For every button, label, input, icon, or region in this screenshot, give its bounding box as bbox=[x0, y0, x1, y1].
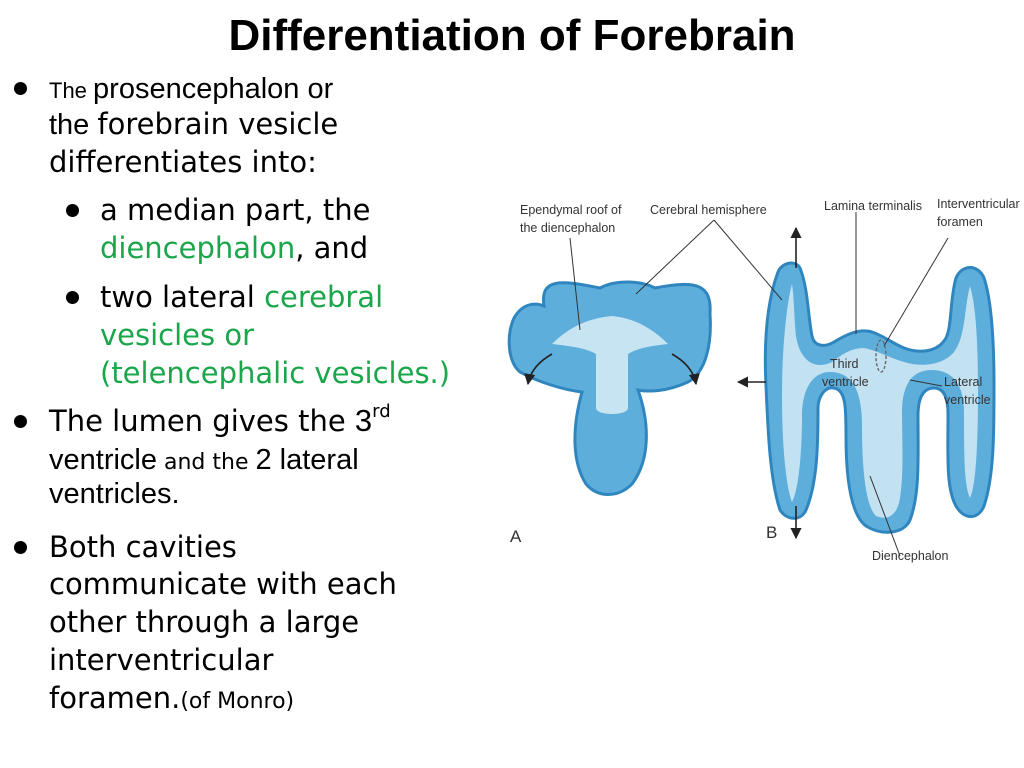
label-lamina-terminalis: Lamina terminalis bbox=[824, 199, 922, 213]
sub-bullet-1-line-2: diencephalon, and bbox=[100, 231, 369, 265]
left-expansion-arrow bbox=[524, 353, 553, 386]
sub-bullet-1-line-1: a median part, the bbox=[100, 193, 371, 227]
sub-bullet-2-line-3: (telencephalic vesicles.) bbox=[100, 356, 451, 390]
label-panel-a: A bbox=[510, 527, 522, 546]
vesicle-lumen bbox=[552, 316, 668, 414]
label-panel-b: B bbox=[766, 523, 777, 542]
bullet-3-line-2: communicate with each bbox=[49, 567, 397, 601]
label-interventricular-2: foramen bbox=[937, 215, 983, 229]
label-ependymal-roof-1: Ependymal roof of bbox=[520, 203, 622, 217]
bullet-3-line-5: foramen.(of Monro) bbox=[49, 681, 295, 715]
bullet-list: The prosencephalon or the forebrain vesi… bbox=[0, 0, 500, 768]
label-third-ventricle-1: Third bbox=[830, 357, 859, 371]
bullet-3-line-1: Both cavities bbox=[49, 530, 237, 564]
interventricular-foramen bbox=[875, 339, 887, 373]
bullet-dot bbox=[14, 415, 27, 428]
bullet-dot bbox=[14, 541, 27, 554]
bullet-2-line-2: ventricle and the 2 lateral bbox=[49, 444, 359, 476]
sub-bullet-dot bbox=[66, 204, 79, 217]
label-ependymal-roof-2: the diencephalon bbox=[520, 221, 615, 235]
bullet-1-line-3: differentiates into: bbox=[49, 145, 317, 179]
label-interventricular-1: Interventricular bbox=[937, 197, 1020, 211]
label-third-ventricle-2: ventricle bbox=[822, 375, 869, 389]
label-lateral-ventricle-1: Lateral bbox=[944, 375, 982, 389]
label-lateral-ventricle-2: ventricle bbox=[944, 393, 991, 407]
sub-bullet-2-line-2: vesicles or bbox=[100, 318, 255, 352]
bullet-1-line-2: the forebrain vesicle bbox=[49, 107, 339, 141]
panel-a-vesicle bbox=[507, 280, 712, 496]
ventricle-lumen bbox=[782, 284, 978, 518]
bullet-1-line-1: The prosencephalon or bbox=[49, 73, 334, 105]
label-diencephalon: Diencephalon bbox=[872, 549, 948, 563]
leader-lines bbox=[569, 212, 949, 557]
bullet-3-line-4: interventricular bbox=[49, 643, 274, 677]
label-cerebral-hemisphere: Cerebral hemisphere bbox=[650, 203, 767, 217]
sub-bullet-2-line-1: two lateral cerebral bbox=[100, 280, 384, 314]
sub-bullet-dot bbox=[66, 291, 79, 304]
bullet-3-line-3: other through a large bbox=[49, 605, 360, 639]
right-expansion-arrow bbox=[671, 353, 700, 386]
slide-title: Differentiation of Forebrain bbox=[228, 11, 796, 60]
bullet-2-line-3: ventricles. bbox=[49, 478, 180, 510]
bullet-2-line-1: The lumen gives the 3rd bbox=[49, 401, 391, 439]
panel-b-forebrain bbox=[736, 226, 996, 540]
forebrain-diagram: Ependymal roof of the diencephalon Cereb… bbox=[507, 197, 1020, 563]
bullet-dot bbox=[14, 82, 27, 95]
